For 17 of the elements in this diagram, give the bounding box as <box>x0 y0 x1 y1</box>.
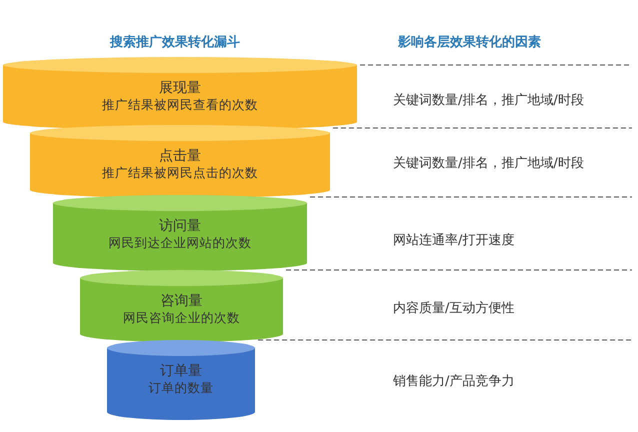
factor-text: 关键词数量/排名，推广地域/时段 <box>393 155 584 172</box>
factor-text: 销售能力/产品竞争力 <box>393 373 514 390</box>
factor-text: 网站连通率/打开速度 <box>393 232 514 249</box>
column-heading: 影响各层效果转化的因素 <box>398 34 541 51</box>
layer-name: 展现量 <box>159 80 201 96</box>
layer-description: 网民咨询企业的次数 <box>123 310 240 325</box>
funnel-title: 搜索推广效果转化漏斗 <box>110 34 240 51</box>
layer-name: 订单量 <box>160 363 202 379</box>
layer-name: 咨询量 <box>160 293 202 309</box>
layer-description: 订单的数量 <box>148 380 214 395</box>
factor-text: 关键词数量/排名，推广地域/时段 <box>393 92 584 109</box>
factor-text: 内容质量/互动方便性 <box>393 300 514 317</box>
layer-name: 访问量 <box>159 218 201 234</box>
layer-description: 推广结果被网民查看的次数 <box>102 97 258 112</box>
layer-description: 推广结果被网民点击的次数 <box>102 165 258 180</box>
layer-description: 网民到达企业网站的次数 <box>108 235 252 250</box>
layer-name: 点击量 <box>159 148 201 164</box>
